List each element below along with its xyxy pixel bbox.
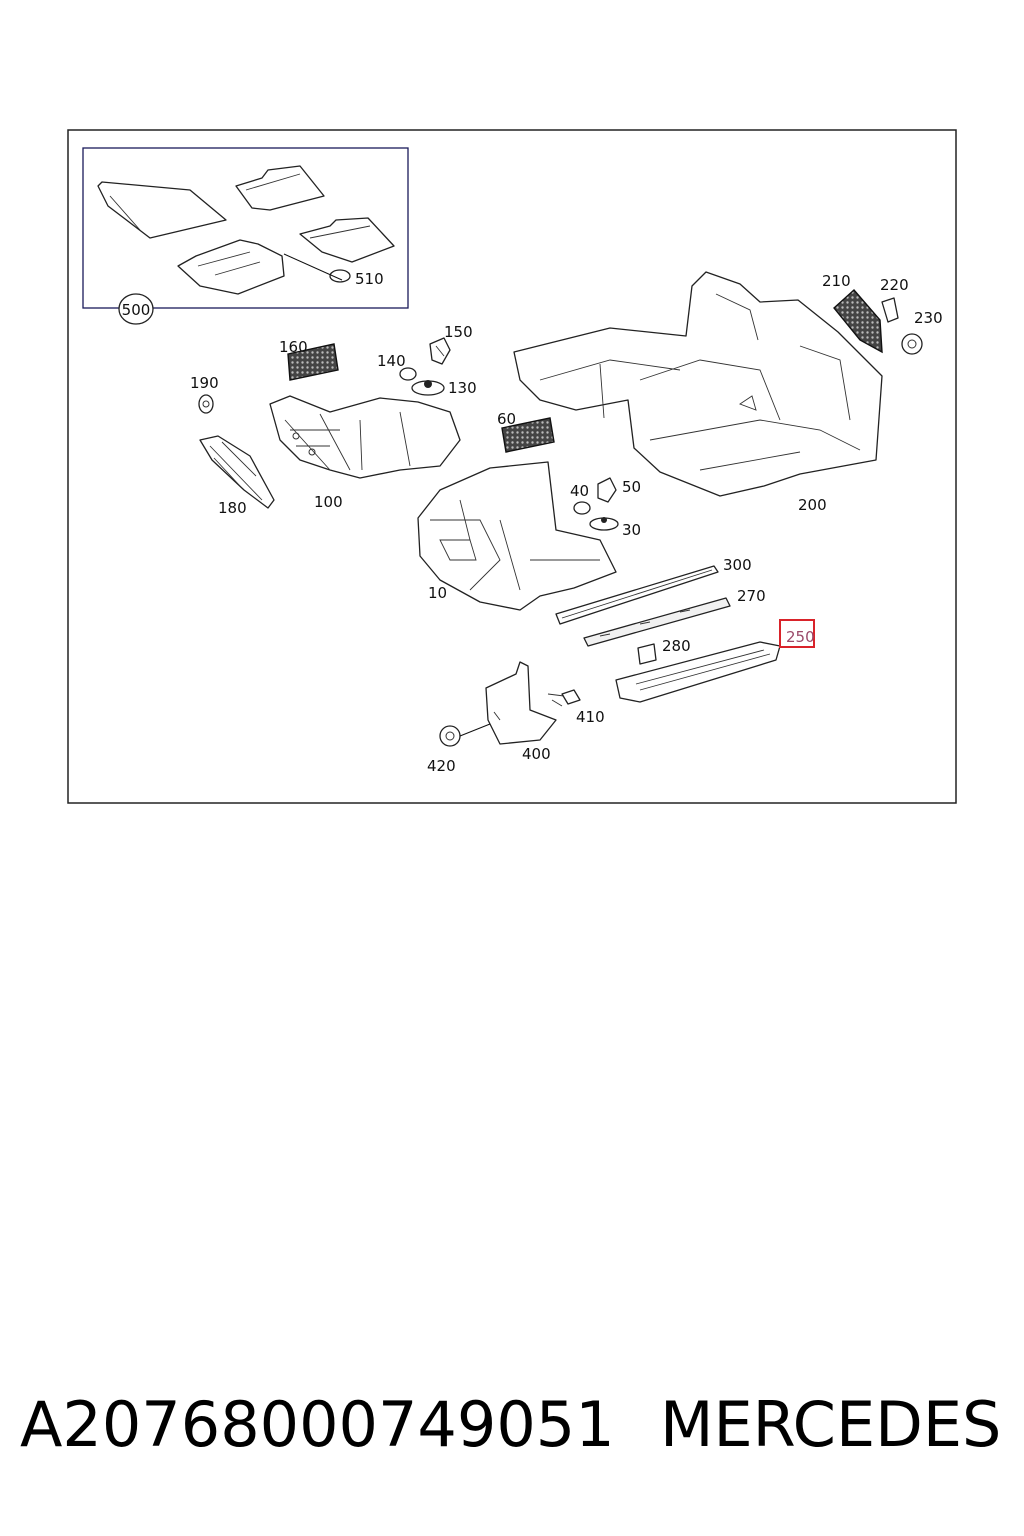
part-200-rear-carpet	[513, 271, 883, 497]
callout-100: 100	[314, 493, 343, 511]
callout-30: 30	[622, 521, 641, 539]
floor-mat-inset	[82, 147, 409, 309]
callout-220: 220	[880, 276, 909, 294]
part-100-front-carpet	[269, 395, 461, 479]
part-400-panel	[485, 661, 557, 745]
callout-60: 60	[497, 410, 516, 428]
part-40-clip	[573, 501, 591, 515]
callout-140: 140	[377, 352, 406, 370]
part-220-clip	[881, 297, 899, 323]
callout-300: 300	[723, 556, 752, 574]
part-420-grommet	[439, 723, 491, 747]
callout-180: 180	[218, 499, 247, 517]
part-180-bracket	[199, 435, 275, 509]
callout-410: 410	[576, 708, 605, 726]
mat-clip-510	[329, 269, 351, 283]
callout-400: 400	[522, 745, 551, 763]
callout-510: 510	[355, 270, 384, 288]
part-130-grommet	[411, 380, 445, 396]
callout-270: 270	[737, 587, 766, 605]
part-150-clip	[429, 337, 451, 365]
floor-mat-rear-left	[177, 239, 285, 295]
callout-500: 500	[122, 301, 151, 319]
part-300-trim-strip	[555, 565, 719, 625]
part-30-grommet	[589, 517, 619, 531]
brand-name: MERCEDES	[660, 1388, 1002, 1461]
part-190-fastener	[198, 394, 214, 414]
callout-500-circle	[118, 293, 154, 325]
part-230-grommet	[901, 333, 923, 355]
part-140-clip	[399, 367, 417, 381]
part-280-clip	[637, 643, 657, 665]
part-410-connector	[547, 689, 581, 707]
part-210-acoustic-mesh	[833, 289, 883, 354]
footer: A20768000749051 MERCEDES	[0, 1380, 1024, 1470]
parts-diagram: 500 510 160 150 140 130 190 180 100 60 4…	[67, 129, 957, 804]
floor-mat-front-left	[97, 181, 227, 239]
callout-210: 210	[822, 272, 851, 290]
part-270-trim-strip	[583, 597, 731, 647]
diagram-frame	[67, 129, 957, 804]
inset-frame	[82, 147, 409, 309]
part-10-center-carpet	[417, 461, 617, 611]
callout-10: 10	[428, 584, 447, 602]
callout-280: 280	[662, 637, 691, 655]
floor-mat-rear-right	[299, 217, 395, 263]
part-50-clip	[597, 477, 617, 503]
callout-150: 150	[444, 323, 473, 341]
callout-200: 200	[798, 496, 827, 514]
part-60-acoustic-mesh	[501, 417, 555, 453]
callout-160: 160	[279, 338, 308, 356]
part-250-sill-plate	[615, 641, 781, 703]
floor-mat-front-right	[235, 165, 325, 211]
part-number: A20768000749051	[20, 1388, 615, 1461]
callout-230: 230	[914, 309, 943, 327]
callout-50: 50	[622, 478, 641, 496]
callout-190: 190	[190, 374, 219, 392]
callout-250-highlight	[779, 619, 815, 648]
callout-250: 250	[786, 628, 815, 646]
callout-420: 420	[427, 757, 456, 775]
part-160-acoustic-mesh	[287, 343, 339, 381]
callout-40: 40	[570, 482, 589, 500]
callout-130: 130	[448, 379, 477, 397]
